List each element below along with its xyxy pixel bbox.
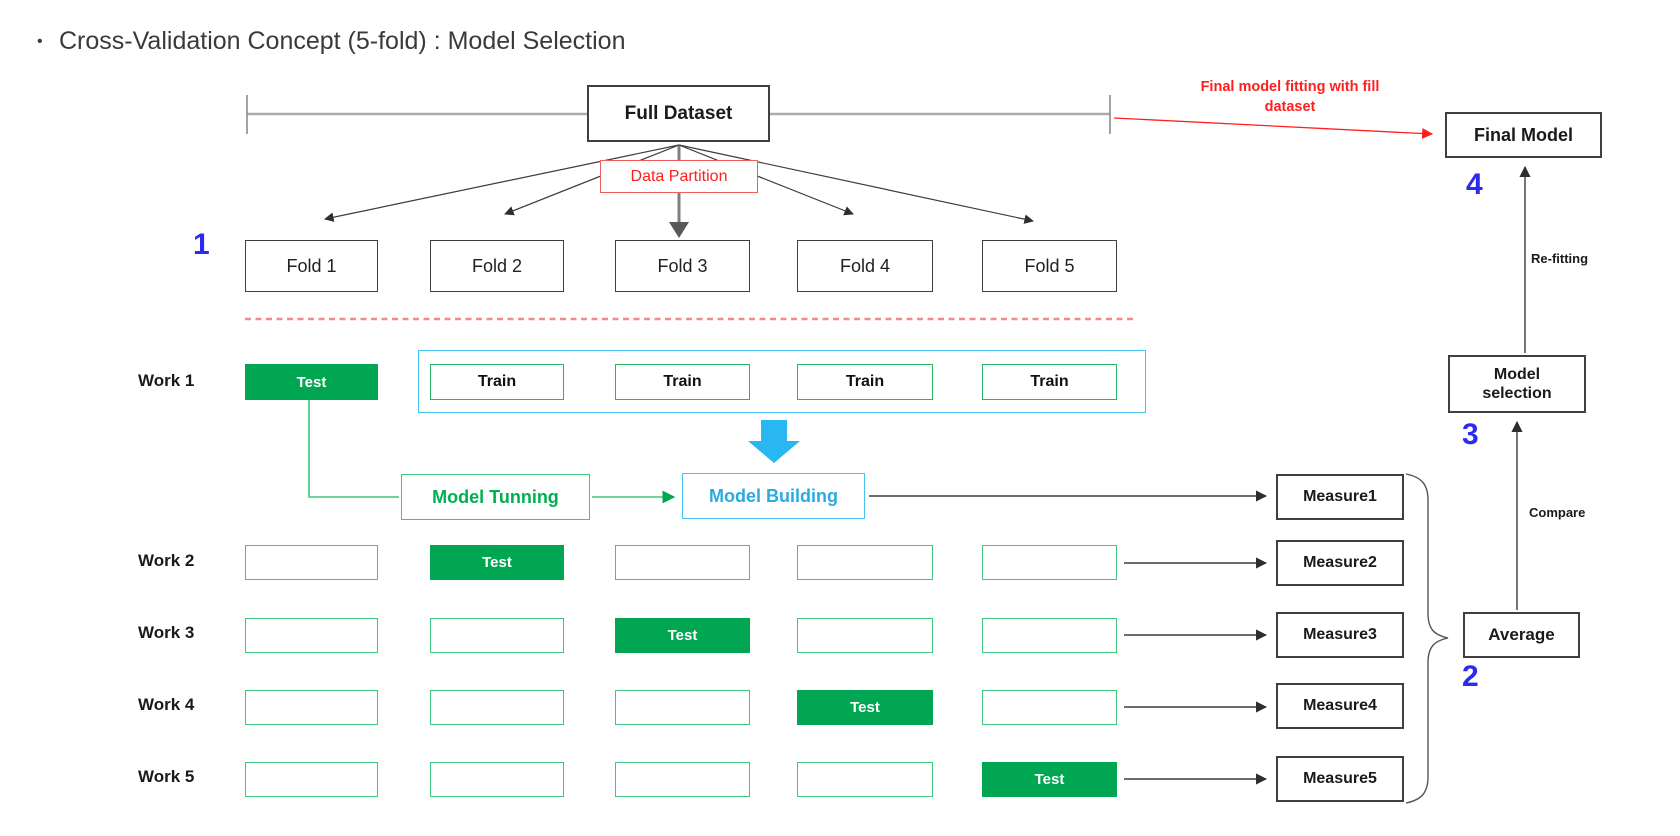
work-label-2: Work 2 — [138, 551, 195, 570]
compare-label: Compare — [1529, 505, 1586, 520]
big-down-arrow — [748, 420, 800, 463]
work3-fold5-cell — [982, 618, 1117, 653]
work1-train-cell-4: Train — [982, 364, 1117, 400]
work3-fold1-cell — [245, 618, 378, 653]
fan-arrow-fold5 — [678, 144, 1034, 224]
work-label-3: Work 3 — [138, 623, 195, 642]
fold-box-4: Fold 4 — [797, 240, 933, 292]
work2-fold5-cell — [982, 545, 1117, 580]
page-title: Cross-Validation Concept (5-fold) : Mode… — [59, 27, 626, 55]
step-number-4: 4 — [1466, 168, 1483, 201]
model-selection-box: Model selection — [1448, 355, 1586, 413]
measure-box-2: Measure2 — [1276, 540, 1404, 586]
work5-fold4-cell — [797, 762, 933, 797]
fan-arrow-fold2 — [504, 144, 680, 216]
measure-box-1: Measure1 — [1276, 474, 1404, 520]
measure-box-4: Measure4 — [1276, 683, 1404, 729]
work2-fold4-cell — [797, 545, 933, 580]
fold-box-2: Fold 2 — [430, 240, 564, 292]
measure-box-5: Measure5 — [1276, 756, 1404, 802]
step-number-3: 3 — [1462, 418, 1479, 451]
fold-box-5: Fold 5 — [982, 240, 1117, 292]
model-building-box: Model Building — [682, 473, 865, 519]
step-number-1: 1 — [193, 228, 210, 261]
fan-arrow-fold4 — [678, 144, 854, 216]
final-fitting-annotation: Final model fitting with fill dataset — [1200, 79, 1380, 115]
work1-train-cell-3: Train — [797, 364, 933, 400]
work-label-1: Work 1 — [138, 371, 195, 390]
work4-fold2-cell — [430, 690, 564, 725]
step-number-2: 2 — [1462, 660, 1479, 693]
work2-fold3-cell — [615, 545, 750, 580]
work-label-5: Work 5 — [138, 767, 195, 786]
fold-box-3: Fold 3 — [615, 240, 750, 292]
work4-test-cell: Test — [797, 690, 933, 725]
model-tunning-box: Model Tunning — [401, 474, 590, 520]
work4-fold5-cell — [982, 690, 1117, 725]
work3-fold2-cell — [430, 618, 564, 653]
work2-fold1-cell — [245, 545, 378, 580]
work5-fold1-cell — [245, 762, 378, 797]
test-to-tunning-elbow — [308, 400, 399, 498]
fan-arrow-fold3-head — [669, 222, 689, 238]
work3-fold4-cell — [797, 618, 933, 653]
measure-box-3: Measure3 — [1276, 612, 1404, 658]
average-box: Average — [1463, 612, 1580, 658]
final-fitting-red-arrow — [1113, 117, 1434, 140]
work5-test-cell: Test — [982, 762, 1117, 797]
full-dataset-box: Full Dataset — [587, 85, 770, 142]
work1-train-cell-1: Train — [430, 364, 564, 400]
work5-fold2-cell — [430, 762, 564, 797]
measures-brace — [1405, 473, 1449, 804]
refitting-label: Re-fitting — [1531, 251, 1589, 266]
fold-box-1: Fold 1 — [245, 240, 378, 292]
work1-train-cell-2: Train — [615, 364, 750, 400]
data-partition-box: Data Partition — [600, 160, 758, 193]
work1-test-cell: Test — [245, 364, 378, 400]
fan-arrow-fold1 — [324, 144, 680, 222]
work4-fold1-cell — [245, 690, 378, 725]
work5-fold3-cell — [615, 762, 750, 797]
work2-test-cell: Test — [430, 545, 564, 580]
title-bullet: • — [37, 33, 43, 50]
work4-fold3-cell — [615, 690, 750, 725]
work3-test-cell: Test — [615, 618, 750, 653]
final-model-box: Final Model — [1445, 112, 1602, 158]
work-label-4: Work 4 — [138, 695, 195, 714]
train-group-frame — [418, 350, 1146, 413]
